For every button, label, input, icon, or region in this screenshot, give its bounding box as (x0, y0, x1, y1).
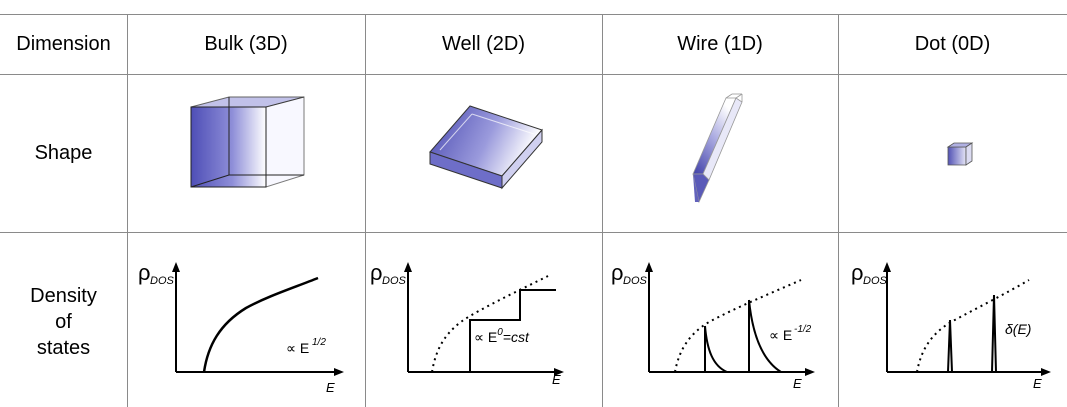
bulk-x-arrow (334, 368, 344, 376)
header-wire: Wire (1D) (677, 33, 763, 55)
column-rule-3 (602, 14, 603, 407)
row-label-dos-line2: of (55, 311, 72, 333)
dot-bulk-reference-dotted (916, 279, 1030, 373)
dos-plot-wire: ρ DOS E ∝ E -1/2 (611, 260, 815, 391)
column-rule-2 (365, 14, 366, 407)
wire-bulk-reference-dotted (674, 279, 802, 373)
bulk-proportional-label: ∝ E (286, 340, 309, 356)
well-x-arrow (554, 368, 564, 376)
header-dimension: Dimension (16, 33, 111, 55)
row-label-dos-line3: states (36, 337, 91, 359)
dot-delta-label: δ(E) (1005, 321, 1031, 337)
dot-delta-peak-2 (991, 294, 997, 373)
well-axis-rho-sub: DOS (382, 275, 407, 287)
dot-x-arrow (1041, 368, 1051, 376)
column-rule-4 (838, 14, 839, 407)
bulk-dos-curve (202, 276, 319, 373)
row-label-density-of-states: Density of states (0, 252, 127, 392)
dos-plot-bulk: ρ DOS E ∝ E 1/2 (138, 260, 344, 395)
dot-axis-rho: ρ (851, 260, 864, 285)
wire-axis-rho: ρ (611, 260, 624, 285)
shape-well-slab (429, 105, 543, 190)
dot-y-arrow (883, 262, 891, 272)
header-row-rule (0, 74, 1067, 75)
bulk-axis-e: E (326, 380, 335, 395)
header-dot: Dot (0D) (914, 33, 991, 55)
shape-row-rule (0, 232, 1067, 233)
bulk-y-arrow (172, 262, 180, 272)
well-proportional-label: ∝ E0=cst (474, 327, 530, 345)
wire-x-arrow (805, 368, 815, 376)
wire-subband-decay-1 (704, 325, 728, 373)
wire-y-arrow (645, 262, 653, 272)
bulk-proportional-exp: 1/2 (312, 337, 326, 348)
bulk-axis-rho: ρ (138, 260, 151, 285)
well-axis-e: E (552, 372, 561, 387)
dos-plot-dot: ρ DOS E δ(E) (851, 260, 1051, 391)
table-top-rule (0, 14, 1067, 15)
column-rule-1 (127, 14, 128, 407)
dot-delta-peak-1 (947, 319, 953, 373)
shape-dot-cube (946, 142, 974, 166)
row-label-dos-line1: Density (30, 285, 97, 307)
well-bulk-reference-dotted (431, 275, 549, 373)
wire-subband-decay-2 (748, 299, 782, 373)
wire-proportional-exp: -1/2 (794, 324, 812, 335)
dos-plot-well: ρ DOS E ∝ E0=cst (370, 260, 564, 387)
bulk-axis-rho-sub: DOS (150, 275, 175, 287)
well-y-arrow (404, 262, 412, 272)
well-axis-rho: ρ (370, 260, 383, 285)
well-step-function (469, 289, 556, 372)
header-well: Well (2D) (442, 33, 525, 55)
shape-wire-rod (692, 93, 743, 204)
shape-bulk-cube (190, 96, 305, 188)
wire-proportional-label: ∝ E (769, 327, 792, 343)
header-bulk: Bulk (3D) (204, 33, 288, 55)
dot-axis-e: E (1033, 376, 1042, 391)
wire-axis-rho-sub: DOS (623, 275, 648, 287)
row-label-shape: Shape (34, 142, 93, 164)
wire-axis-e: E (793, 376, 802, 391)
dot-axis-rho-sub: DOS (863, 275, 888, 287)
